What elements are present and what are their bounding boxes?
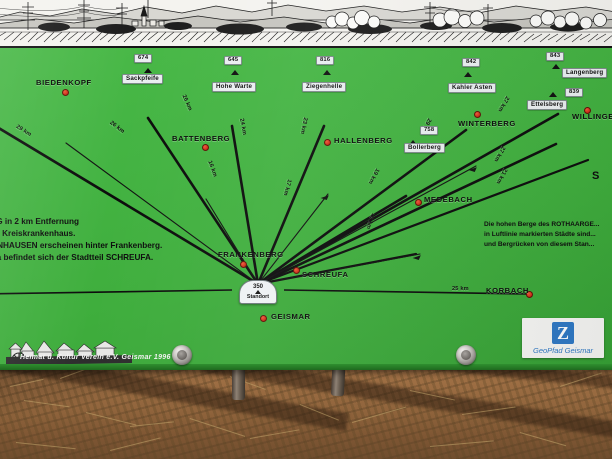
peak-elevation-bollerberg: 758 bbox=[420, 126, 439, 135]
peak-marker-langenberg bbox=[552, 64, 560, 69]
panorama-illustration bbox=[0, 0, 612, 48]
peak-name-hohe-warte: Hohe Warte bbox=[212, 82, 257, 93]
peak-name-ziegenhelle: Ziegenhelle bbox=[302, 82, 347, 93]
town-label-winterberg: WINTERBERG bbox=[458, 119, 516, 128]
geopfad-z-icon: Z bbox=[552, 321, 574, 344]
town-dot-willingen bbox=[584, 107, 591, 114]
info-text-left: ...ERG in 2 km Entfernung ...und Kreiskr… bbox=[0, 216, 162, 265]
town-dot-battenberg bbox=[202, 144, 209, 151]
town-label-willingen: WILLINGEN bbox=[572, 112, 612, 121]
sightline-map bbox=[0, 48, 612, 370]
town-label-hallenberg: HALLENBERG bbox=[334, 136, 393, 145]
triangle-icon bbox=[255, 290, 261, 295]
peak-marker-hohe-warte bbox=[231, 70, 239, 75]
peak-elevation-langenberg: 843 bbox=[546, 52, 565, 61]
compass-south-label: S bbox=[592, 170, 600, 182]
town-dot-frankenberg bbox=[240, 261, 247, 268]
info-left-line-1: ...ERG in 2 km Entfernung bbox=[0, 217, 79, 226]
heimatverein-logo: Heimat u. Kultur Verein e.V. Geismar 199… bbox=[2, 336, 170, 368]
peak-marker-ettelsberg bbox=[549, 92, 557, 97]
town-label-frankenberg: FRANKENBERG bbox=[218, 250, 284, 259]
info-left-line-2: ...und Kreiskrankenhaus. bbox=[0, 229, 76, 239]
peak-elevation-ziegenhelle: 816 bbox=[316, 56, 335, 65]
town-label-korbach: KORBACH bbox=[486, 286, 530, 295]
info-left-line-4: ...ama befindet sich der Stadtteil SCHRE… bbox=[0, 253, 154, 263]
town-dot-schreufa bbox=[293, 267, 300, 274]
board-surface bbox=[0, 0, 612, 370]
geopfad-logo-text: GeoPfad Geismar bbox=[532, 345, 594, 355]
peak-marker-kahler-asten bbox=[464, 72, 472, 77]
geopfad-logo: Z GeoPfad Geismar bbox=[522, 318, 604, 358]
info-text-right: Die hohen Berge des ROTHAARGE... in Luft… bbox=[484, 220, 599, 250]
town-dot-hallenberg bbox=[324, 139, 331, 146]
standort-elevation: 350 bbox=[252, 283, 263, 290]
town-dot-geismar bbox=[260, 315, 267, 322]
info-right-line-1: Die hohen Berge des ROTHAARGE... bbox=[484, 221, 600, 228]
standort-label: Standort bbox=[246, 293, 270, 300]
town-label-biedenkopf: BIEDENKOPF bbox=[36, 78, 92, 87]
information-board: 674 Sackpfeife 26 km 645 Hohe Warte 24 k… bbox=[0, 0, 612, 370]
info-right-line-2: in Luftlinie markierten Städte sind... bbox=[484, 230, 596, 238]
peak-name-ettelsberg: Ettelsberg bbox=[527, 100, 568, 111]
mounting-bolt-left bbox=[172, 345, 192, 365]
town-dot-biedenkopf bbox=[62, 89, 69, 96]
town-dot-winterberg bbox=[474, 111, 481, 118]
peak-marker-bollerberg bbox=[409, 140, 417, 145]
town-label-schreufa: SCHREUFA bbox=[302, 270, 349, 279]
standort-marker: 350 Standort bbox=[239, 280, 277, 304]
town-label-medebach: MEDEBACH bbox=[424, 195, 473, 204]
info-right-line-3: und Bergrücken von diesem Stan... bbox=[484, 240, 595, 248]
board-bottom-edge bbox=[0, 364, 612, 370]
town-dot-medebach bbox=[415, 199, 422, 206]
peak-elevation-ettelsberg: 839 bbox=[565, 88, 584, 97]
peak-elevation-hohe-warte: 645 bbox=[224, 56, 243, 65]
ground-foreground bbox=[0, 349, 612, 459]
town-label-battenberg: BATTENBERG bbox=[172, 134, 231, 143]
distance-korbach: 25 km bbox=[452, 286, 469, 292]
town-dot-korbach bbox=[526, 291, 533, 298]
peak-name-langenberg: Langenberg bbox=[562, 68, 608, 79]
peak-marker-sackpfeife bbox=[144, 68, 152, 73]
heimatverein-logo-text: Heimat u. Kultur Verein e.V. Geismar 199… bbox=[20, 354, 171, 361]
peak-elevation-sackpfeife: 674 bbox=[134, 54, 153, 63]
info-left-line-3: ...OHNHAUSEN erscheinen hinter Frankenbe… bbox=[0, 241, 163, 251]
peak-name-sackpfeife: Sackpfeife bbox=[122, 74, 163, 85]
peak-marker-ziegenhelle bbox=[323, 70, 331, 75]
peak-elevation-kahler-asten: 842 bbox=[462, 58, 481, 67]
mounting-bolt-right bbox=[456, 345, 476, 365]
town-label-geismar: GEISMAR bbox=[271, 312, 311, 321]
peak-name-kahler-asten: Kahler Asten bbox=[448, 83, 497, 94]
peak-name-bollerberg: Bollerberg bbox=[404, 143, 445, 154]
